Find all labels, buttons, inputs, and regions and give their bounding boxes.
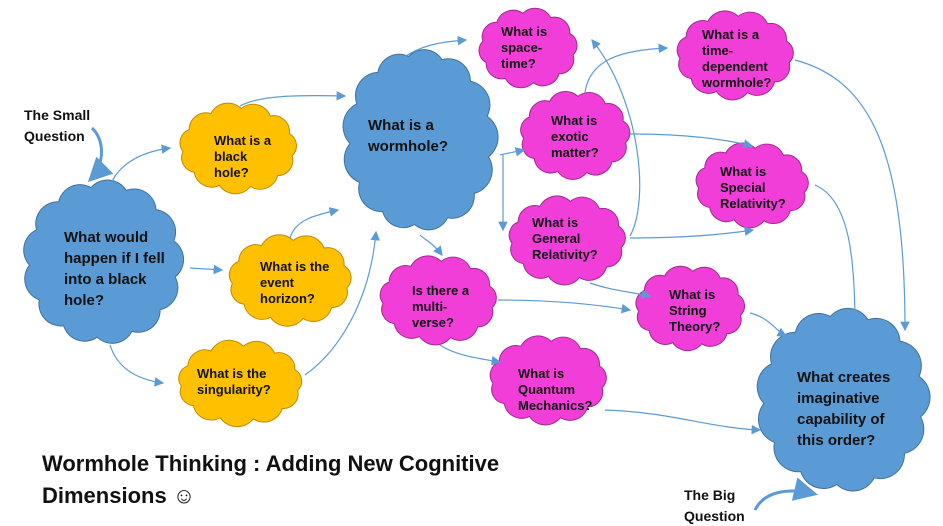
- cloud-general-relativity: [508, 195, 626, 286]
- arrow-main-blackhole: [107, 144, 172, 193]
- arrow-quantum-big: [604, 409, 762, 435]
- arrow-exotic-special: [629, 133, 754, 149]
- node-special-relativity: What is Special Relativity?: [720, 164, 786, 211]
- node-event-horizon: What is the event horizon?: [260, 259, 330, 306]
- cloud-string-theory: [635, 265, 746, 352]
- arrow-exotic-timedep: [584, 43, 669, 93]
- cloud-event-horizon: [228, 234, 352, 327]
- arrow-string-big: [749, 312, 788, 337]
- cloud-main: [23, 179, 185, 344]
- arrow-timedep-big: [794, 59, 910, 332]
- node-wormhole: What is a wormhole?: [368, 117, 449, 155]
- arrow-wormhole-spacetime: [399, 35, 468, 61]
- arrow-singularity-wormhole: [304, 230, 381, 376]
- title-line-2: Dimensions ☺: [42, 483, 196, 508]
- diagram-title: Wormhole Thinking : Adding New Cognitive…: [42, 448, 499, 512]
- arrow-wormhole-exotic: [499, 147, 526, 157]
- arrow-main-horizon: [189, 264, 224, 275]
- small-question-curved-arrow: [87, 126, 114, 183]
- small-question-label: The Small Question: [24, 107, 91, 144]
- cloud-spacetime: [478, 7, 578, 89]
- arrow-gr-string: [589, 282, 652, 300]
- cloud-multiverse: [379, 255, 497, 346]
- node-spacetime: What is space-time?: [501, 24, 548, 71]
- title-line-1: Wormhole Thinking : Adding New Cognitive: [42, 451, 500, 476]
- arrow-horizon-wormhole: [289, 207, 340, 239]
- cloud-quantum: [489, 335, 607, 426]
- node-general-relativity: What is General Relativity?: [532, 215, 598, 262]
- cloud-special-relativity: [695, 142, 809, 229]
- arrow-special-big: [814, 184, 860, 330]
- node-main-question: What would happen if I fell into a black…: [64, 229, 165, 309]
- big-question-curved-arrow: [753, 477, 818, 511]
- node-multiverse: Is there a multi-verse?: [412, 283, 470, 330]
- cloud-exotic-matter: [520, 91, 631, 180]
- cloud-black-hole: [179, 102, 297, 195]
- arrow-multiverse-quantum: [439, 344, 502, 366]
- node-exotic-matter: What is exotic matter?: [551, 113, 599, 160]
- cloud-time-dependent: [676, 10, 794, 101]
- node-big-question: What creates imaginative capability of t…: [797, 369, 891, 449]
- arrow-gr-spacetime: [591, 39, 641, 237]
- cloud-singularity: [178, 339, 303, 428]
- node-string-theory: What is String Theory?: [669, 287, 721, 334]
- node-time-dependent-wormhole: What is a time-dependent wormhole?: [702, 27, 772, 90]
- cloud-wormhole: [342, 49, 499, 231]
- cloud-big-question: [756, 307, 931, 492]
- big-question-label: The Big Question: [684, 487, 745, 524]
- arrow-main-singularity: [109, 344, 165, 387]
- node-quantum-mechanics: What is Quantum Mechanics?: [518, 366, 593, 413]
- arrow-multiverse-string: [497, 299, 632, 314]
- arrow-gr-special: [629, 226, 755, 239]
- arrow-blackhole-wormhole: [239, 91, 347, 107]
- node-black-hole: What is a black hole?: [214, 133, 272, 180]
- arrow-wormhole-multiverse: [419, 234, 443, 256]
- node-singularity: What is the singularity?: [197, 366, 271, 397]
